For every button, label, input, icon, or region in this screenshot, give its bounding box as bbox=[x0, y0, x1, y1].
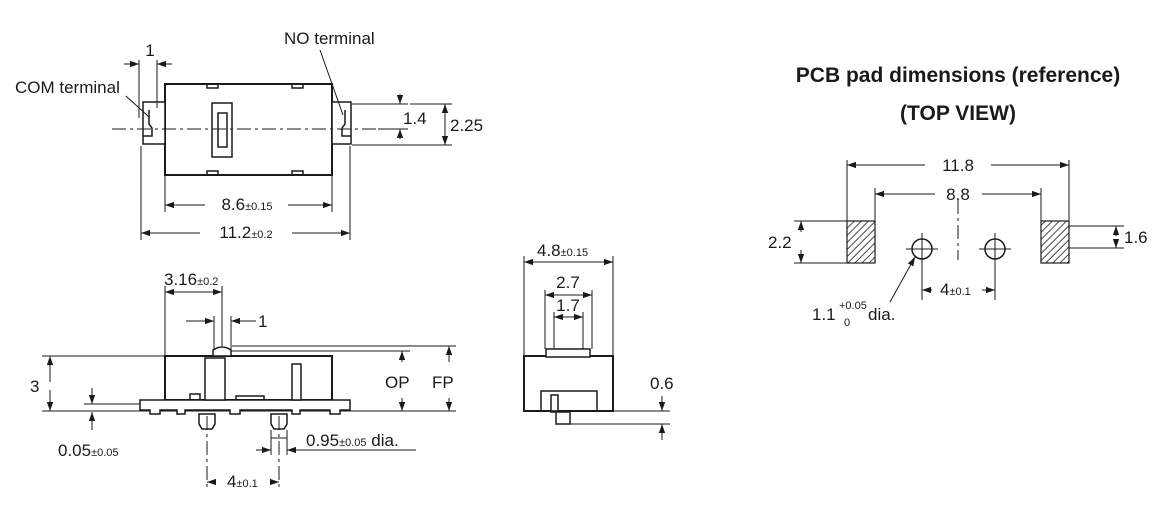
notch bbox=[291, 83, 304, 89]
frame-detail bbox=[189, 393, 201, 400]
pcb-title: PCB pad dimensions (reference) bbox=[796, 64, 1120, 87]
notch bbox=[206, 170, 219, 176]
dim-0-6: 0.6 bbox=[650, 374, 674, 393]
front-view: 3.16±0.2 1 3 0.05±0.05 OP FP bbox=[30, 270, 456, 491]
side-view: 4.8±0.15 2.7 1.7 0.6 bbox=[523, 241, 674, 440]
dim-outer: 11.8 bbox=[942, 156, 974, 175]
dim-actuator-width: 1 bbox=[258, 312, 267, 331]
no-terminal-leader bbox=[319, 49, 344, 116]
actuator-top bbox=[211, 102, 233, 158]
com-terminal-leader bbox=[125, 95, 150, 118]
side-clip bbox=[550, 394, 559, 413]
no-terminal-shape bbox=[331, 101, 352, 145]
top-view-switch: 1 NO terminal COM terminal 1.4 2.25 8.6±… bbox=[15, 29, 483, 242]
dim-2-25: 2.25 bbox=[450, 116, 483, 135]
dim-height: 3 bbox=[30, 377, 39, 396]
pcb-subtitle: (TOP VIEW) bbox=[900, 102, 1016, 125]
com-terminal-shape bbox=[142, 101, 166, 145]
no-terminal-label: NO terminal bbox=[284, 29, 375, 48]
dim-body-width: 8.6±0.15 bbox=[221, 195, 272, 214]
notch bbox=[291, 170, 304, 176]
dim-pad-h: 1.6 bbox=[1124, 228, 1148, 247]
svg-text:dia.: dia. bbox=[868, 305, 895, 324]
dim-2-7: 2.7 bbox=[556, 273, 580, 292]
dim-total-width: 11.2±0.2 bbox=[219, 223, 272, 242]
dim-boss-pitch: 4±0.1 bbox=[227, 472, 258, 491]
plunger-column bbox=[204, 357, 226, 401]
hole-dia-leader bbox=[889, 256, 916, 303]
hole-dia-label: 1.1 +0.05 0 dia. bbox=[812, 300, 895, 329]
pcb-pad-right bbox=[1040, 220, 1070, 264]
side-actuator bbox=[545, 348, 591, 358]
svg-text:0: 0 bbox=[844, 317, 850, 329]
dim-1-4: 1.4 bbox=[403, 109, 427, 128]
dim-boss-dia: 0.95±0.05 dia. bbox=[306, 431, 399, 450]
side-boss bbox=[555, 411, 571, 425]
dim-pad-pitch-v: 2.2 bbox=[768, 233, 792, 252]
dim-1-7: 1.7 bbox=[556, 296, 580, 315]
dim-actuator-pos: 3.16±0.2 bbox=[164, 270, 218, 289]
bottom-frame bbox=[139, 399, 351, 415]
side-inner bbox=[540, 390, 598, 411]
notch bbox=[206, 83, 219, 89]
dim-standoff: 0.05±0.05 bbox=[58, 441, 119, 460]
frame-detail bbox=[235, 395, 265, 400]
switch-body-side bbox=[523, 355, 614, 412]
dim-inner: 8.8 bbox=[946, 185, 970, 204]
dim-depth: 4.8±0.15 bbox=[537, 241, 588, 260]
pcb-pad-drawing: PCB pad dimensions (reference) (TOP VIEW… bbox=[768, 64, 1148, 329]
plunger-column bbox=[291, 363, 302, 401]
label-fp: FP bbox=[432, 373, 454, 392]
com-terminal-label: COM terminal bbox=[15, 78, 120, 97]
actuator-front bbox=[212, 346, 232, 357]
svg-text:+0.05: +0.05 bbox=[839, 300, 867, 312]
pcb-pad-left bbox=[846, 220, 876, 264]
dim-hole-pitch: 4±0.1 bbox=[940, 280, 971, 299]
dim-terminal-width: 1 bbox=[145, 41, 154, 60]
svg-text:1.1: 1.1 bbox=[812, 305, 836, 324]
label-op: OP bbox=[385, 373, 410, 392]
